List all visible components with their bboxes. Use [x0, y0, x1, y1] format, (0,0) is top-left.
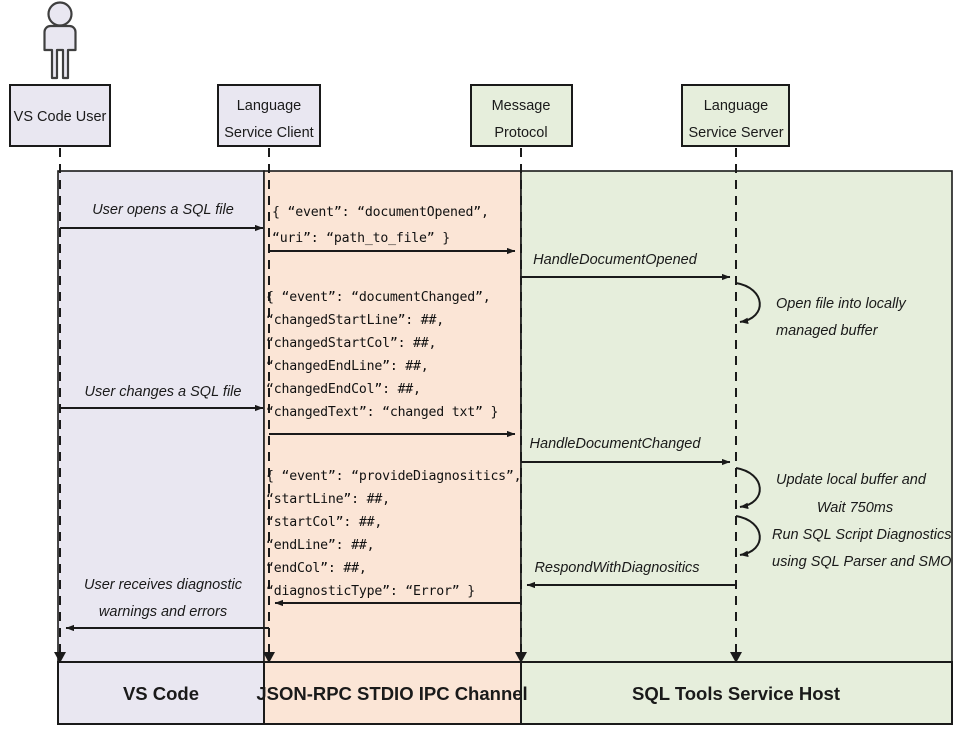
json-line: { “event”: “documentOpened”, — [272, 205, 489, 220]
band-vscode — [57, 170, 265, 663]
header-label-protocol-line1: Message — [492, 98, 551, 114]
json-block-document-opened: { “event”: “documentOpened”, “uri”: “pat… — [272, 205, 489, 246]
json-line: “changedStartCol”: ##, — [266, 336, 436, 351]
message-user-receives-diagnostics[interactable]: User receives diagnostic warnings and er… — [65, 577, 269, 632]
footer-label-jsonrpc: JSON-RPC STDIO IPC Channel — [256, 683, 527, 704]
footer-band-vscode[interactable] — [57, 661, 265, 725]
json-line: “diagnosticType”: “Error” } — [266, 584, 475, 599]
lifelines — [59, 148, 737, 656]
footer-label-vscode: VS Code — [123, 683, 199, 704]
json-line: “changedEndLine”: ##, — [266, 359, 429, 374]
json-line: “startLine”: ##, — [266, 492, 390, 507]
self-call-label-3-line2: using SQL Parser and SMO — [772, 554, 951, 570]
message-label-1: User opens a SQL file — [92, 202, 234, 218]
header-label-protocol-line2: Protocol — [494, 125, 547, 141]
json-line: “uri”: “path_to_file” } — [272, 231, 450, 246]
message-label-2: HandleDocumentOpened — [533, 252, 698, 268]
json-line: “endLine”: ##, — [266, 538, 374, 553]
json-line: “endCol”: ##, — [266, 561, 367, 576]
self-call-arrow-3 — [735, 515, 761, 557]
json-line: “changedStartLine”: ##, — [266, 313, 444, 328]
json-line: “changedText”: “changed txt” } — [266, 405, 498, 420]
header-box-client[interactable]: Language Service Client — [217, 84, 321, 147]
header-label-client-line1: Language — [237, 98, 302, 114]
message-label-4: HandleDocumentChanged — [530, 436, 702, 452]
lifeline-end-arrows — [54, 652, 742, 663]
header-label-user: VS Code User — [14, 109, 107, 125]
message-label-3: User changes a SQL file — [85, 384, 242, 400]
message-user-changes-sql-file[interactable]: User changes a SQL file — [60, 384, 264, 412]
message-label-6-line2: warnings and errors — [99, 604, 227, 620]
self-call-open-buffer[interactable]: Open file into locally managed buffer — [735, 282, 907, 339]
message-respond-with-diagnositics[interactable]: RespondWithDiagnositics — [526, 560, 736, 589]
header-box-server[interactable]: Language Service Server — [681, 84, 790, 147]
json-line: { “event”: “provideDiagnositics”, — [266, 469, 521, 484]
self-call-arrow-1 — [735, 282, 761, 324]
message-label-5: RespondWithDiagnositics — [534, 560, 699, 576]
message-handle-document-opened[interactable]: HandleDocumentOpened — [521, 252, 731, 281]
self-call-label-2-line2: Wait 750ms — [817, 500, 893, 516]
json-line: “startCol”: ##, — [266, 515, 382, 530]
json-block-document-changed: { “event”: “documentChanged”, “changedSt… — [266, 290, 498, 420]
self-call-label-2-line1: Update local buffer and — [776, 472, 927, 488]
header-label-server-line2: Service Server — [688, 125, 783, 141]
json-block-provide-diagnositics: { “event”: “provideDiagnositics”, “start… — [266, 469, 522, 599]
vs-code-user-actor-icon — [43, 1, 77, 80]
footer-bands: VS Code JSON-RPC STDIO IPC Channel SQL T… — [57, 661, 953, 725]
message-user-opens-sql-file[interactable]: User opens a SQL file — [60, 202, 264, 232]
self-call-label-1-line1: Open file into locally — [776, 296, 907, 312]
self-call-label-1-line2: managed buffer — [776, 323, 879, 339]
self-call-run-diagnostics[interactable]: Run SQL Script Diagnostics using SQL Par… — [735, 515, 951, 570]
json-line: { “event”: “documentChanged”, — [266, 290, 490, 305]
header-box-user[interactable]: VS Code User — [9, 84, 111, 147]
self-call-arrow-2 — [735, 467, 761, 509]
json-line: “changedEndCol”: ##, — [266, 382, 421, 397]
footer-band-sqltools[interactable] — [520, 661, 953, 725]
self-call-update-buffer[interactable]: Update local buffer and Wait 750ms — [735, 467, 927, 516]
self-call-label-3-line1: Run SQL Script Diagnostics — [772, 527, 951, 543]
band-jsonrpc — [263, 170, 522, 663]
message-handle-document-changed[interactable]: HandleDocumentChanged — [521, 436, 731, 466]
footer-band-jsonrpc[interactable] — [263, 661, 522, 725]
footer-label-sqltools: SQL Tools Service Host — [632, 683, 840, 704]
header-label-server-line1: Language — [704, 98, 769, 114]
header-box-protocol[interactable]: Message Protocol — [470, 84, 573, 147]
message-label-6-line1: User receives diagnostic — [84, 577, 243, 593]
header-label-client-line2: Service Client — [224, 125, 313, 141]
